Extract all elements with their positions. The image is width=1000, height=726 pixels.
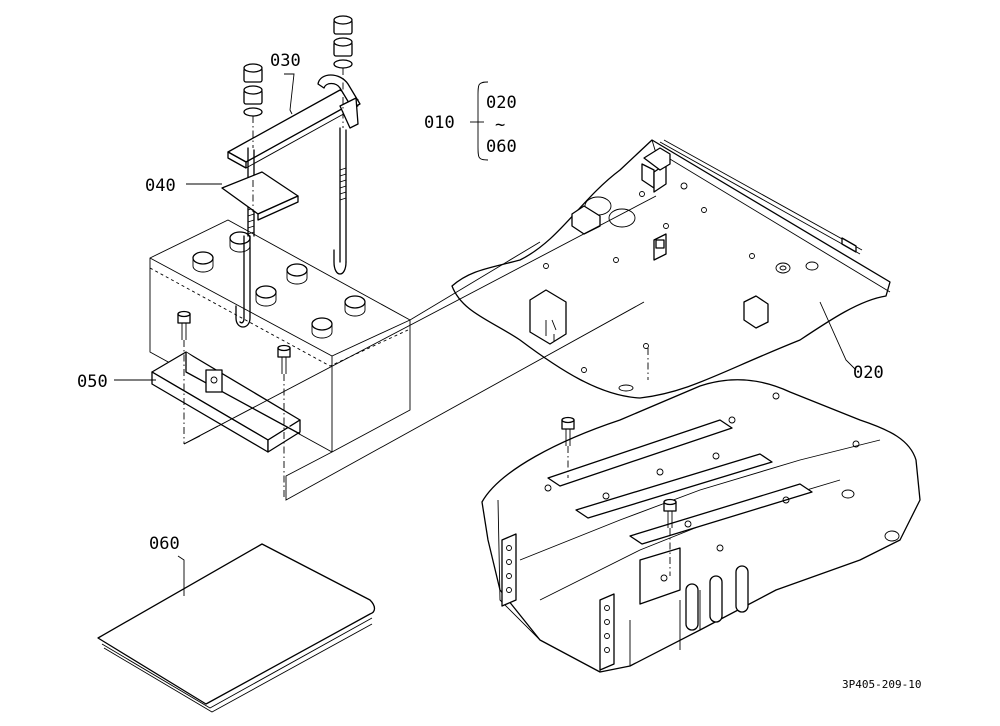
callout-010: 010 — [424, 113, 455, 133]
callout-range-start: 020 — [486, 93, 517, 113]
tray-bolts — [177, 310, 291, 500]
frame — [481, 379, 921, 673]
battery-tray — [151, 310, 301, 500]
instruction-sheet — [97, 543, 376, 713]
battery-caps — [192, 231, 366, 339]
battery — [149, 219, 411, 453]
callout-020: 020 — [853, 363, 884, 383]
callout-range-sep: ~ — [495, 115, 505, 135]
callout-060: 060 — [149, 534, 180, 554]
callout-040: 040 — [145, 176, 176, 196]
callout-050: 050 — [77, 372, 108, 392]
callout-030: 030 — [270, 51, 301, 71]
hold-down-clamp — [227, 15, 361, 328]
plate-brackets — [529, 147, 769, 345]
insulator-pad — [221, 171, 299, 221]
frame-bolts — [561, 416, 677, 576]
callout-labels: 010 020 ~ 060 020 030 040 050 060 3P405-… — [77, 51, 921, 691]
leader-lines — [114, 73, 857, 596]
assembly-lines — [183, 195, 657, 501]
figure-code: 3P405-209-10 — [842, 678, 921, 691]
right-rod — [333, 15, 353, 275]
base-plate — [451, 139, 891, 399]
callout-range-end: 060 — [486, 137, 517, 157]
